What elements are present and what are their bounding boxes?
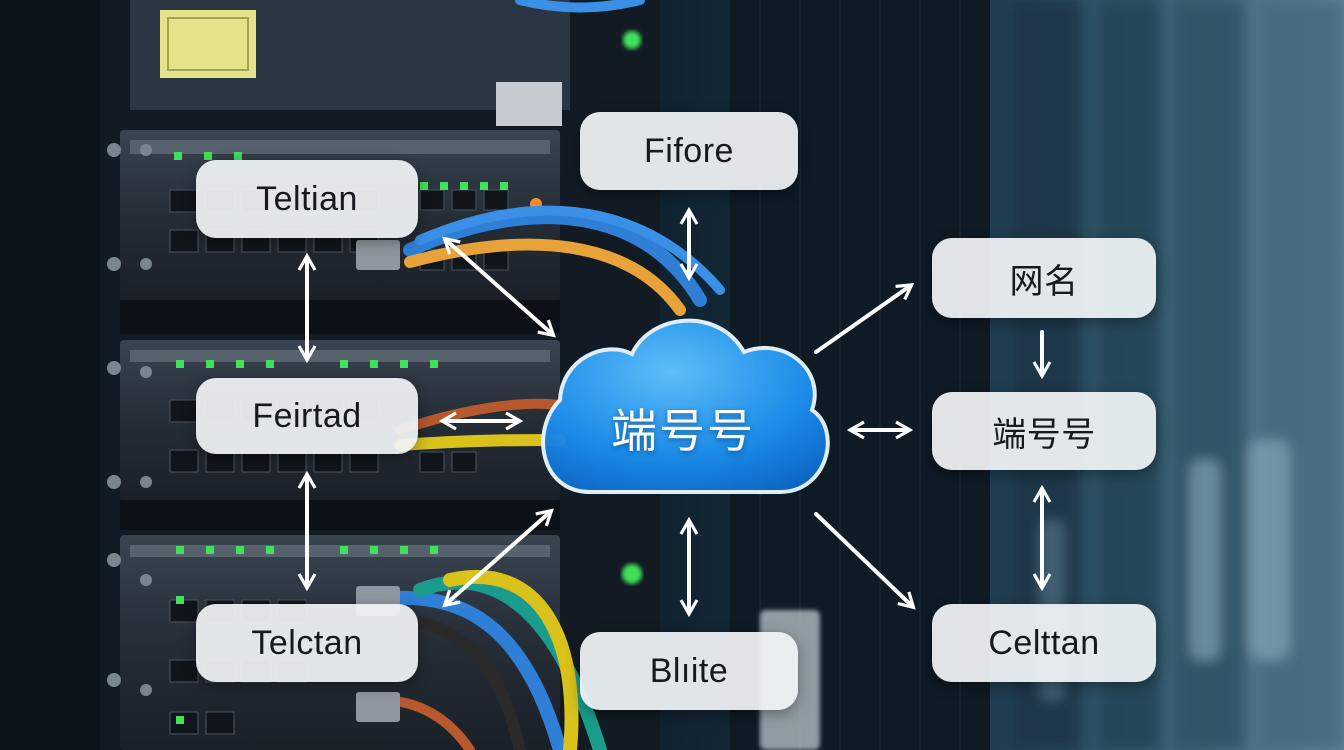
- arrow-cloud-to-top-right: [814, 282, 915, 354]
- node-bot-center: Blıite: [580, 632, 798, 710]
- node-bot-right: Celttan: [932, 604, 1156, 682]
- arrow-cloud-to-bot-right: [814, 512, 916, 610]
- node-top-right: 网名: [932, 238, 1156, 318]
- node-top-center: Fifore: [580, 112, 798, 190]
- node-bot-left: Telctan: [196, 604, 418, 682]
- arrow-top-left-to-cloud: [442, 236, 556, 338]
- cloud-label: 端号号: [611, 405, 755, 457]
- node-mid-right: 端号号: [932, 392, 1156, 470]
- cloud-shape: [541, 318, 830, 494]
- arrow-bot-left-to-cloud: [442, 508, 554, 608]
- node-mid-left: Feirtad: [196, 378, 418, 454]
- node-top-left: Teltian: [196, 160, 418, 238]
